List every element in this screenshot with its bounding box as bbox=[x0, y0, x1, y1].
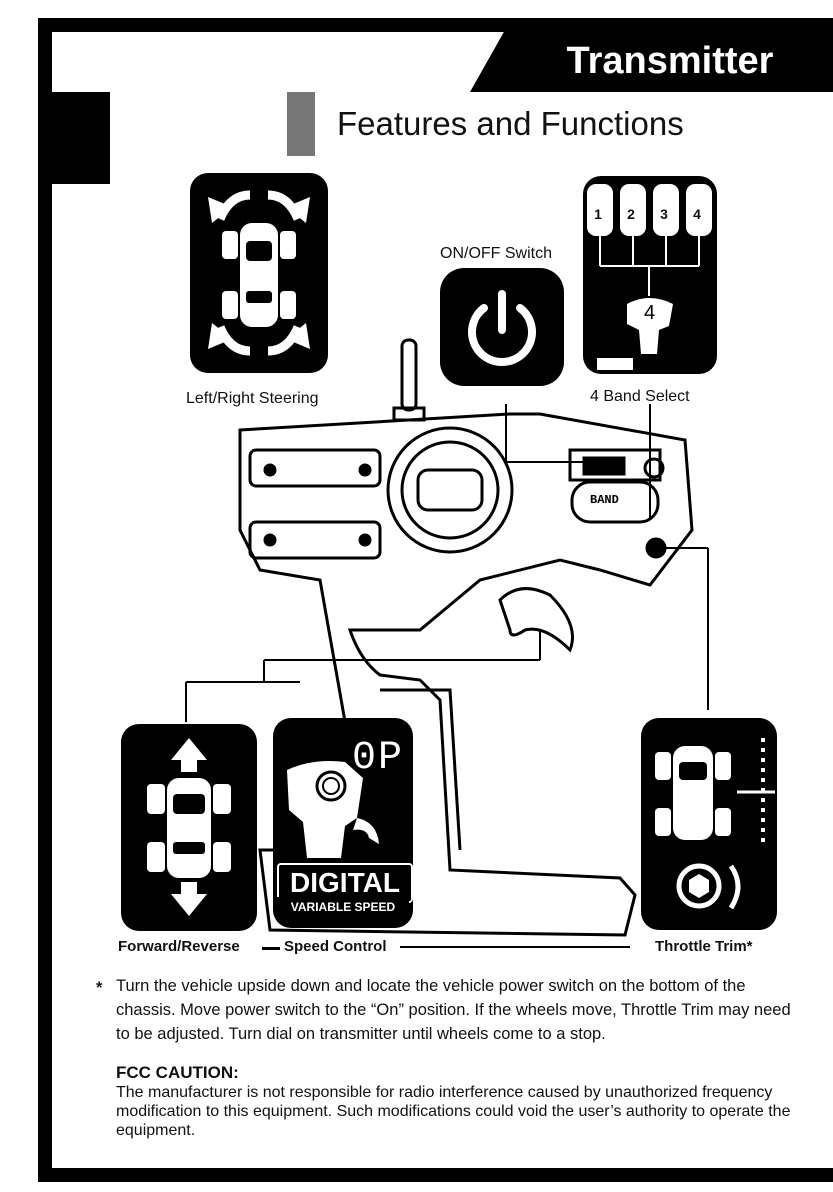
subtitle-accent bbox=[287, 92, 315, 156]
power-icon bbox=[468, 290, 536, 366]
band-switch-text: BAND bbox=[590, 493, 619, 507]
band-channel-1: 1 bbox=[594, 206, 602, 222]
throttle-trim-label: Throttle Trim* bbox=[655, 938, 753, 955]
left-accent-bar bbox=[52, 92, 110, 184]
speed-digital-display: 0P bbox=[352, 736, 405, 781]
steering-car-icon bbox=[208, 190, 310, 356]
note-text: Turn the vehicle upside down and locate … bbox=[116, 977, 791, 1043]
band-channel-4: 4 bbox=[693, 206, 701, 222]
throttle-trim-icon bbox=[655, 738, 775, 910]
header-tab bbox=[470, 30, 833, 92]
speed-control-icon bbox=[287, 761, 379, 858]
throttle-trim-panel bbox=[641, 718, 777, 930]
steering-panel bbox=[190, 173, 328, 373]
page-frame bbox=[38, 18, 833, 1182]
forward-reverse-car-icon bbox=[147, 738, 231, 916]
band-selected-number: 4 bbox=[644, 302, 656, 324]
speed-control-label: Speed Control bbox=[284, 938, 387, 955]
note-marker: * bbox=[96, 979, 103, 997]
speed-control-callout-line bbox=[400, 946, 630, 948]
band-select-label: 4 Band Select bbox=[590, 388, 690, 405]
fcc-caution-body: The manufacturer is not responsible for … bbox=[116, 1084, 791, 1139]
variable-speed-badge: VARIABLE SPEED bbox=[277, 897, 409, 917]
page-title: Transmitter bbox=[566, 40, 774, 82]
forward-reverse-panel bbox=[121, 724, 257, 931]
fcc-caution-title: FCC CAUTION: bbox=[116, 1063, 239, 1082]
transmitter-illustration: BAND bbox=[185, 338, 709, 937]
power-switch-label: ON/OFF Switch bbox=[440, 245, 553, 262]
section-title: Features and Functions bbox=[337, 105, 684, 142]
band-select-panel bbox=[583, 176, 717, 374]
forward-reverse-label: Forward/Reverse bbox=[118, 938, 240, 955]
speed-control-dash bbox=[262, 947, 280, 950]
band-channel-3: 3 bbox=[660, 206, 668, 222]
band-cars bbox=[587, 184, 712, 236]
power-switch-panel bbox=[440, 268, 564, 386]
band-channel-2: 2 bbox=[627, 206, 635, 222]
band-select-diagram bbox=[587, 184, 712, 370]
throttle-trim-note: * Turn the vehicle upside down and locat… bbox=[96, 974, 796, 1046]
steering-label: Left/Right Steering bbox=[186, 390, 319, 407]
